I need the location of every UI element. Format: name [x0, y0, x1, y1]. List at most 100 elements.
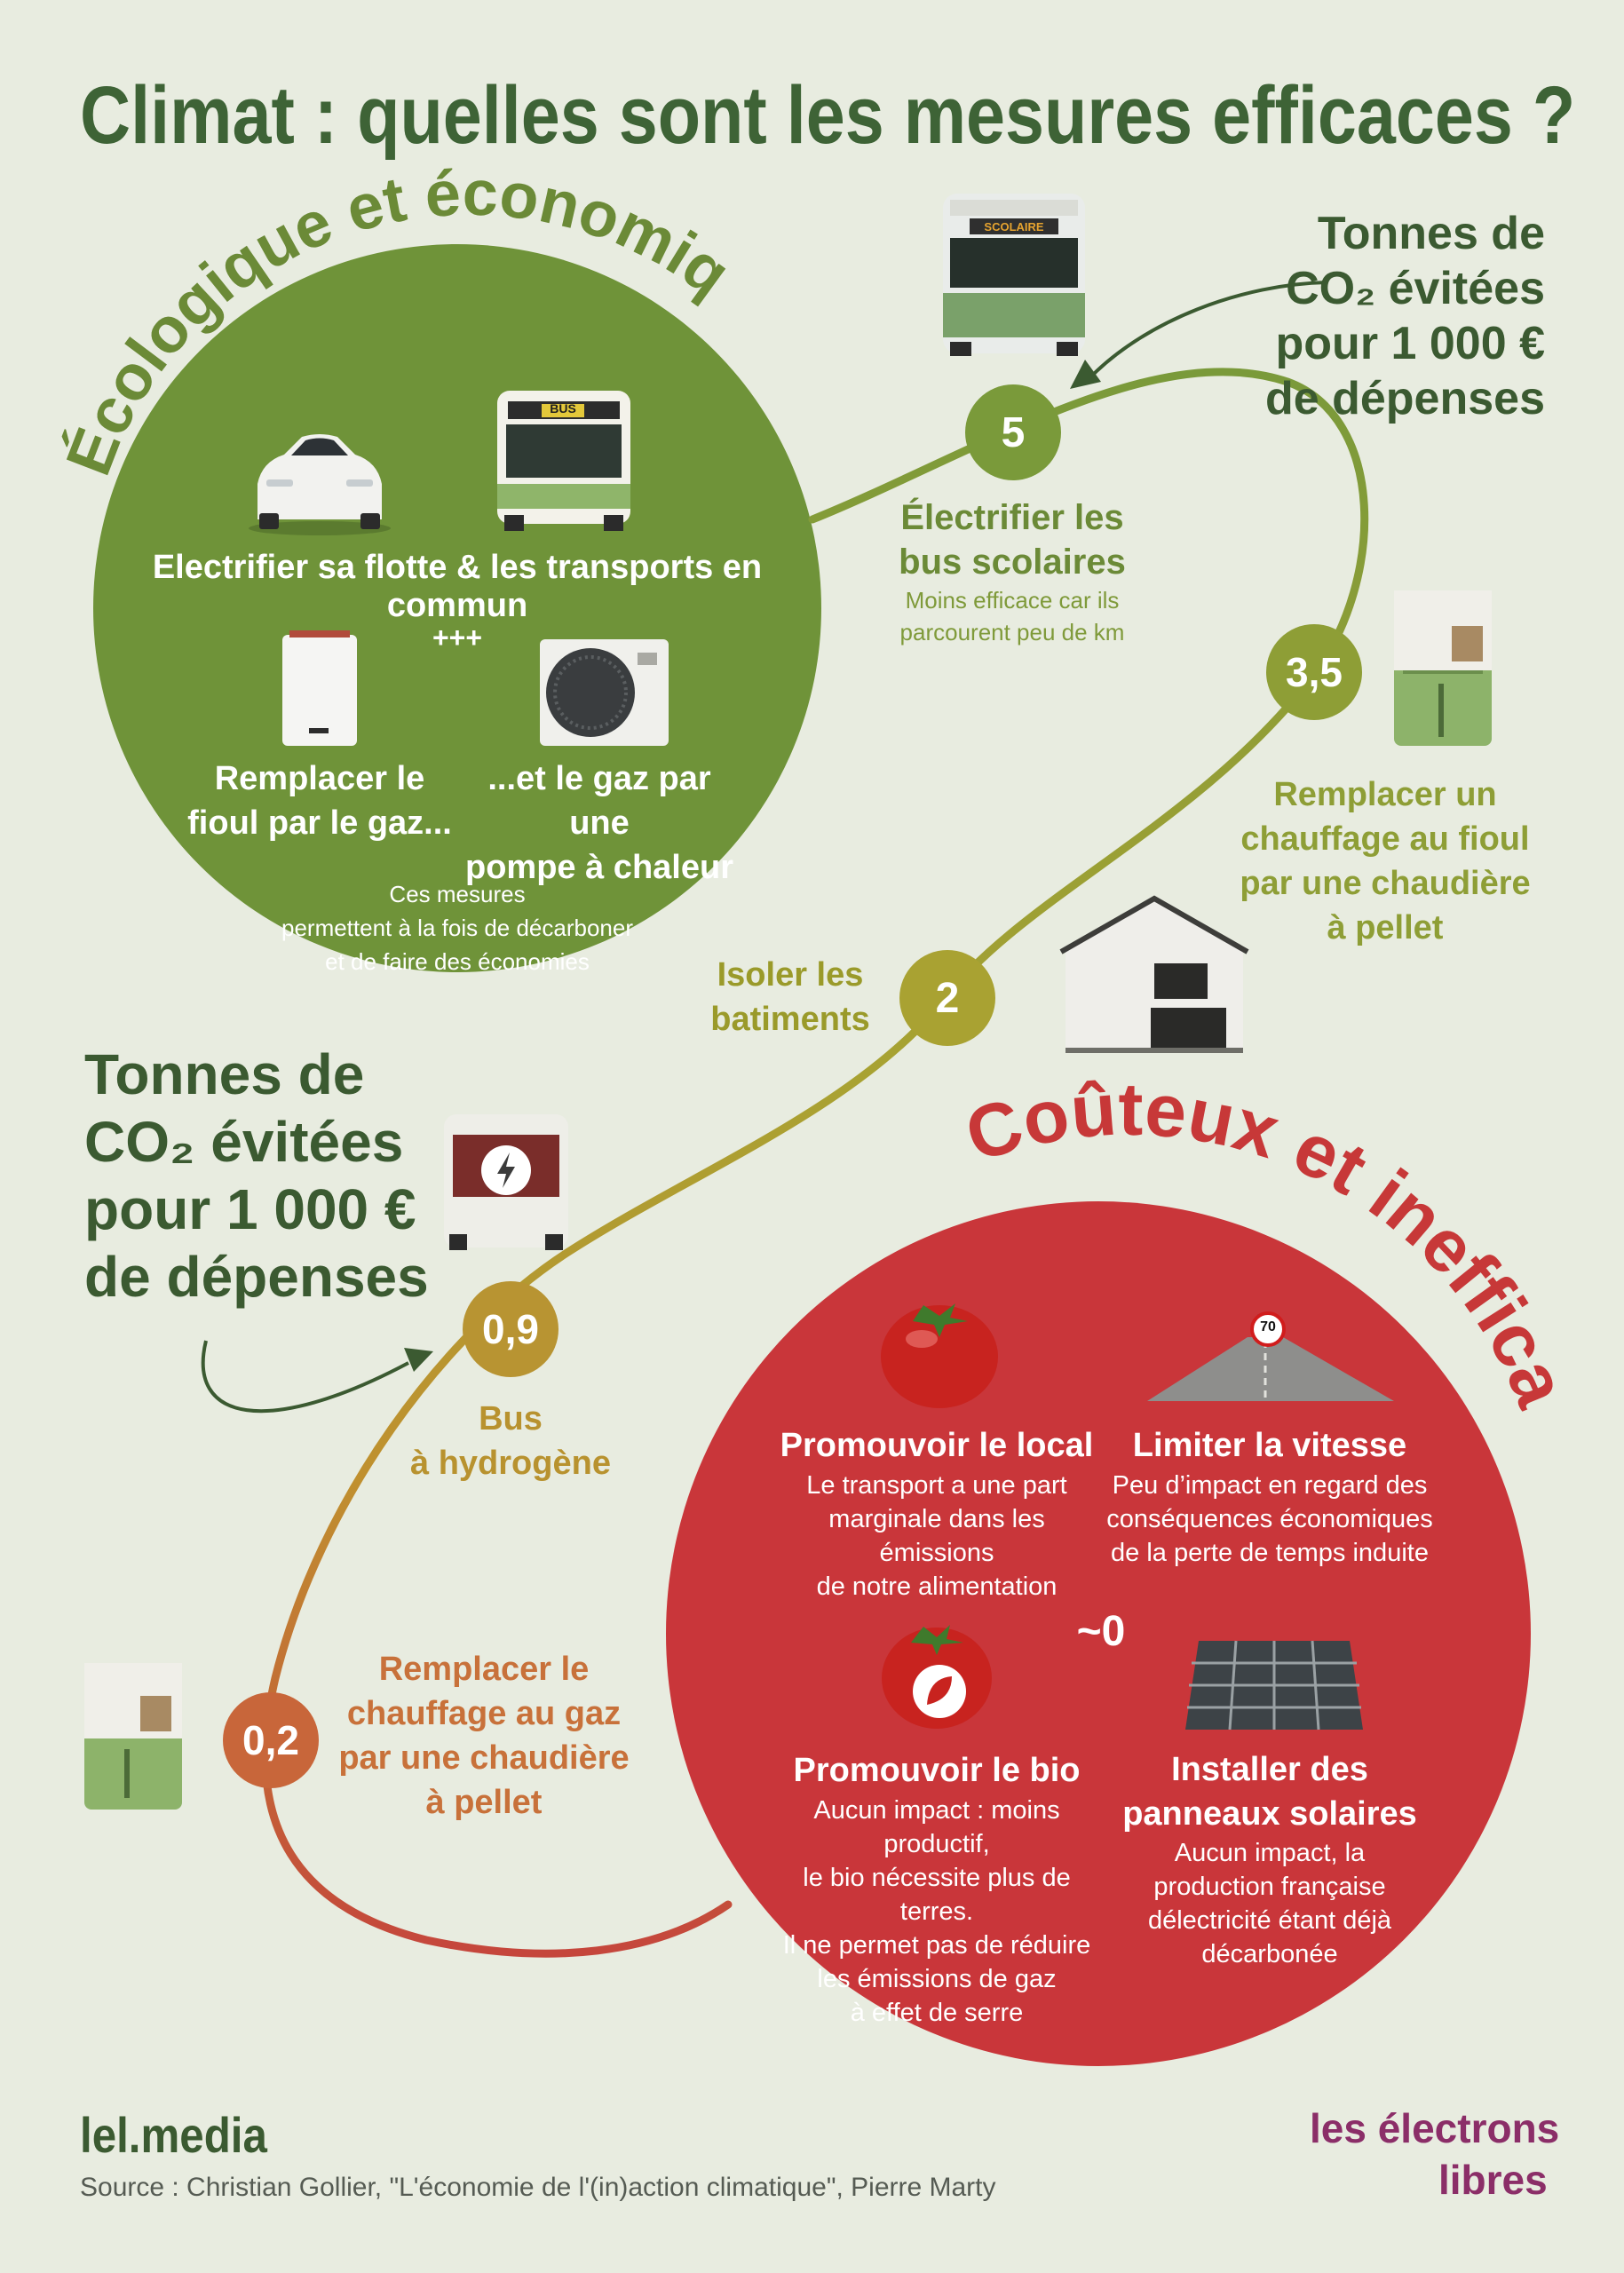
axis-note-left: Tonnes de CO₂ évitées pour 1 000 € de dé… [84, 1041, 457, 1311]
axis-note-top: Tonnes de CO₂ évitées pour 1 000 € de dé… [1225, 206, 1545, 426]
item-line: à effet de serre [850, 1999, 1024, 2027]
axis-note-line: de dépenses [84, 1245, 429, 1309]
node-value: 5 [1001, 409, 1026, 456]
label-note: Moins efficace car ils [905, 587, 1120, 614]
speed-sign-value: 70 [1260, 1319, 1276, 1334]
item-line: le bio nécessite plus de terres. [803, 1864, 1071, 1926]
red-zone-circle [666, 1201, 1531, 2066]
label-line: par une chaudière [1240, 865, 1531, 902]
label-line: chauffage au gaz [346, 1695, 622, 1732]
node-0-9-label: Bus à hydrogène [373, 1397, 648, 1485]
label-line: à hydrogène [410, 1445, 611, 1482]
item-title: Promouvoir le bio [793, 1752, 1081, 1789]
item-line: production française [1153, 1873, 1386, 1901]
node-2-label: Isoler les batiments [675, 953, 906, 1041]
item-line: Il ne permet pas de réduire [782, 1931, 1091, 1960]
school-bus-icon [943, 194, 1085, 356]
axis-note-line: CO₂ évitées [1286, 263, 1545, 314]
node-3-5 [1266, 624, 1362, 720]
item-line: pompe à chaleur [465, 849, 733, 886]
source-credit: Source : Christian Gollier, "L'économie … [80, 2173, 996, 2202]
label-line: bus scolaires [899, 543, 1126, 582]
label-line: à pellet [425, 1784, 543, 1821]
label-note: parcourent peu de km [899, 619, 1125, 645]
gas-boiler-icon [282, 630, 357, 746]
red-item-solar: Installer des panneaux solaires Aucun im… [1114, 1747, 1425, 1971]
item-line: fioul par le gaz... [187, 804, 452, 842]
top-arrow-head [1070, 360, 1101, 389]
item-line: de la perte de temps induite [1111, 1539, 1429, 1567]
speed-limit-road-icon [1147, 1311, 1394, 1401]
bus-sign: BUS [550, 401, 576, 416]
axis-note-line: pour 1 000 € [1275, 318, 1545, 369]
item-title: Promouvoir le local [780, 1427, 1094, 1464]
page-title: Climat : quelles sont les mesures effica… [80, 70, 1576, 161]
item-line: délectricité étant déjà [1147, 1906, 1392, 1935]
axis-note-line: de dépenses [1264, 373, 1545, 424]
node-0-2 [223, 1692, 319, 1788]
note-line: et de faire des économies [325, 948, 590, 975]
item-line: décarbonée [1201, 1940, 1338, 1968]
node-0-9 [463, 1281, 558, 1377]
item-line: de notre alimentation [816, 1572, 1058, 1601]
node-value: 2 [935, 975, 960, 1022]
left-arrow-head [404, 1348, 433, 1372]
brand-logo-line-2: libres [1438, 2157, 1548, 2203]
item-line: les émissions de gaz [817, 1965, 1057, 1993]
axis-note-line: pour 1 000 € [84, 1177, 416, 1241]
efficiency-curve [261, 368, 1369, 1958]
organic-tomato-icon [882, 1625, 992, 1729]
tomato-icon [881, 1303, 998, 1408]
axis-note-line: Tonnes de [84, 1042, 365, 1106]
city-bus-icon [497, 391, 630, 531]
label-line: Électrifier les [900, 498, 1124, 537]
label-line: Remplacer un [1273, 776, 1497, 813]
item-title: Limiter la vitesse [1132, 1427, 1407, 1464]
item-line: Le transport a une part [806, 1471, 1067, 1500]
electric-car-icon [249, 434, 391, 535]
green-item-fioul: Remplacer le fioul par le gaz... [182, 756, 457, 845]
green-item-pac: ...et le gaz par une pompe à chaleur [457, 756, 741, 890]
heat-pump-icon [540, 639, 669, 746]
left-arrow [201, 1340, 409, 1414]
node-0-2-label: Remplacer le chauffage au gaz par une ch… [329, 1647, 639, 1825]
item-line: conséquences économiques [1106, 1505, 1433, 1533]
node-3-5-label: Remplacer un chauffage au fioul par une … [1225, 772, 1545, 950]
node-value: 3,5 [1286, 649, 1343, 695]
node-value: 0,2 [242, 1717, 299, 1763]
item-line: Aucun impact : moins productif, [813, 1796, 1060, 1858]
node-value: 0,9 [482, 1306, 539, 1352]
brand-logo-line-1: les électrons [1310, 2105, 1560, 2151]
pellet-boiler-icon [1394, 590, 1492, 746]
red-zone-value: ~0 [1076, 1608, 1126, 1655]
item-line: marginale dans les émissions [828, 1505, 1045, 1567]
note-line: permettent à la fois de décarboner [281, 915, 634, 941]
item-title: Installer des [1171, 1751, 1368, 1788]
green-item-transport: Electrifier sa flotte & les transports e… [152, 549, 763, 624]
label-line: batiments [710, 1001, 870, 1038]
red-item-speed: Limiter la vitesse Peu d’impact en regar… [1105, 1422, 1434, 1570]
item-line: ...et le gaz par une [487, 760, 711, 842]
node-5 [965, 384, 1061, 480]
site-name: lel.media [80, 2107, 267, 2163]
item-title: panneaux solaires [1122, 1795, 1417, 1833]
axis-note-line: CO₂ évitées [84, 1110, 404, 1174]
note-line: Ces mesures [389, 881, 526, 907]
node-2 [899, 950, 995, 1046]
node-5-label: Électrifier les bus scolaires Moins effi… [852, 495, 1172, 648]
label-line: à pellet [1327, 909, 1444, 946]
label-line: par une chaudière [338, 1739, 630, 1777]
item-line: Aucun impact, la [1174, 1839, 1366, 1867]
plus-sign: +++ [432, 622, 483, 653]
hydrogen-bus-icon [444, 1114, 568, 1250]
pellet-boiler-left-icon [84, 1663, 182, 1810]
green-zone-circle [93, 244, 821, 972]
item-line: Peu d’impact en regard des [1112, 1471, 1428, 1500]
label-line: Bus [479, 1400, 543, 1437]
label-line: chauffage au fioul [1240, 820, 1530, 858]
top-arrow [1086, 281, 1328, 382]
label-line: Remplacer le [378, 1651, 590, 1688]
red-item-bio: Promouvoir le bio Aucun impact : moins p… [772, 1747, 1101, 2030]
